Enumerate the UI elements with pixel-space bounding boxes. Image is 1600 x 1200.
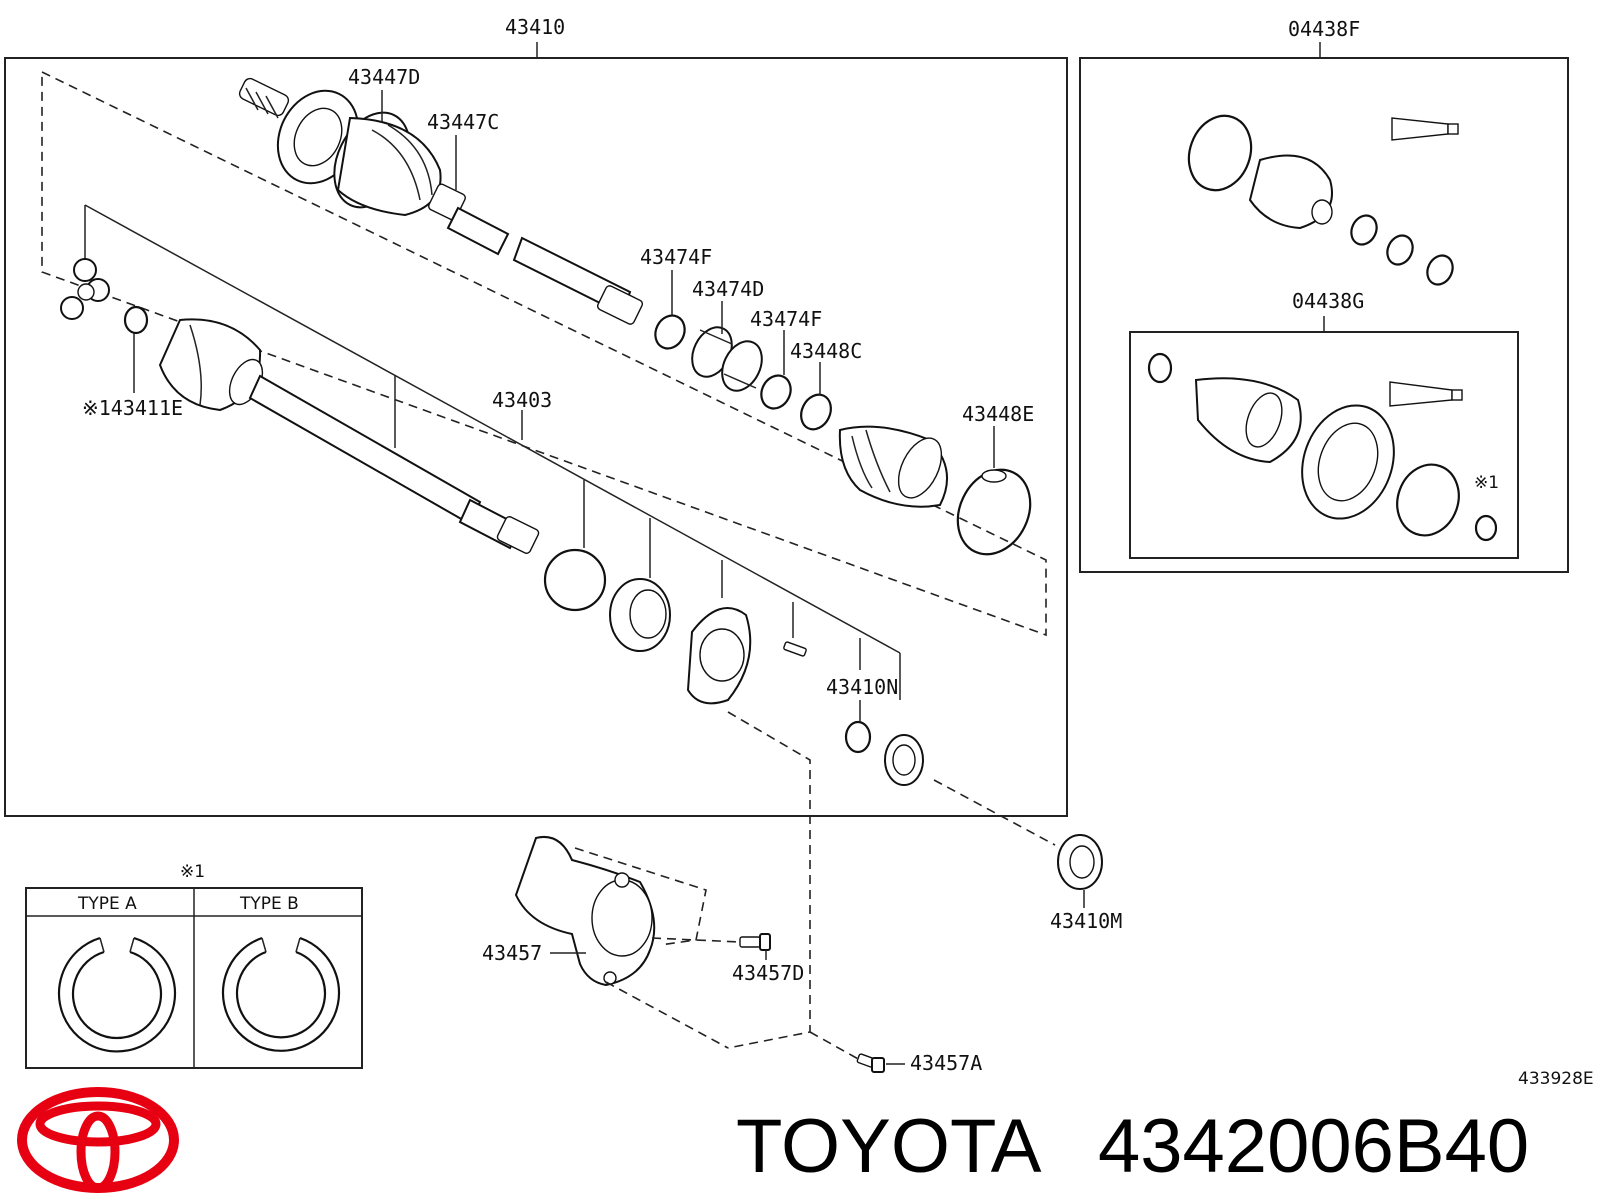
label-43447C: 43447C bbox=[427, 110, 499, 134]
label-43457: 43457 bbox=[482, 941, 542, 965]
damper-43474D bbox=[691, 326, 763, 392]
legend-type-b: TYPE B bbox=[239, 894, 299, 914]
bearing-bracket bbox=[686, 607, 752, 705]
inner-snap-ring bbox=[543, 548, 607, 612]
boot-kit-f-frame bbox=[1079, 57, 1569, 573]
label-43448C: 43448C bbox=[790, 339, 862, 363]
bolt-43457D bbox=[739, 933, 771, 951]
legend-type-a: TYPE A bbox=[77, 894, 137, 914]
label-43457D: 43457D bbox=[732, 961, 804, 985]
clamp-43474F-second bbox=[760, 374, 792, 410]
pin bbox=[783, 641, 807, 657]
seal-43410N bbox=[884, 734, 924, 786]
label-43410N: 43410N bbox=[826, 675, 898, 699]
brand-name: TOYOTA bbox=[736, 1104, 1042, 1189]
outer-shaft bbox=[446, 206, 644, 325]
center-bearing bbox=[609, 578, 671, 652]
label-04438G: 04438G bbox=[1292, 289, 1364, 313]
diagram-code: 433928E bbox=[1518, 1069, 1594, 1089]
grease-tube-f bbox=[1391, 117, 1449, 141]
type-b-ring bbox=[221, 936, 341, 1052]
inner-boot-43448E bbox=[838, 425, 1032, 556]
toyota-logo bbox=[17, 1087, 179, 1193]
inner-shaft-43403 bbox=[158, 318, 540, 554]
bracket-43457 bbox=[514, 836, 656, 987]
label-43457A: 43457A bbox=[910, 1051, 982, 1075]
label-43447D: 43447D bbox=[348, 65, 420, 89]
label-43410: 43410 bbox=[505, 15, 565, 39]
label-43410M: 43410M bbox=[1050, 909, 1122, 933]
boot-kit-f-group: 04438F 04438G ※1 bbox=[1079, 17, 1569, 573]
label-43474D: 43474D bbox=[692, 277, 764, 301]
grease-tube-g bbox=[1389, 381, 1453, 407]
inner-group-outline-top bbox=[84, 204, 901, 654]
seal-43410M bbox=[1057, 834, 1103, 890]
outer-cv-joint bbox=[238, 77, 466, 221]
bracket-dashed-leader bbox=[727, 711, 811, 1049]
type-a-ring bbox=[57, 936, 177, 1053]
label-43474F-second: 43474F bbox=[750, 307, 822, 331]
tripod-joint bbox=[60, 258, 110, 320]
label-43411E: ※143411E bbox=[82, 396, 183, 420]
label-kit-mark: ※1 bbox=[1474, 473, 1499, 493]
label-43474F-first: 43474F bbox=[640, 245, 712, 269]
kit-g-boot bbox=[1194, 377, 1302, 464]
label-43403: 43403 bbox=[492, 388, 552, 412]
outer-shaft-dashed-outline bbox=[41, 71, 1047, 637]
bolt-43457A bbox=[856, 1053, 885, 1073]
part-number: 4342006B40 bbox=[1098, 1104, 1529, 1189]
label-04438F: 04438F bbox=[1288, 17, 1360, 41]
label-43448E: 43448E bbox=[962, 402, 1034, 426]
main-assembly-group: 43410 43447D 43447C bbox=[4, 15, 1068, 817]
clamp-43474F-first bbox=[654, 314, 686, 350]
snap-ring-type-legend: ※1 TYPE A TYPE B bbox=[25, 862, 363, 1069]
main-assembly-frame bbox=[4, 57, 1068, 817]
legend-mark: ※1 bbox=[180, 862, 205, 882]
snap-ring-43411E bbox=[123, 305, 149, 335]
kit-g-inner-housing bbox=[1301, 404, 1395, 520]
snap-ring-43410N bbox=[844, 720, 872, 754]
kit-f-boot bbox=[1248, 154, 1333, 230]
clamp-43448C bbox=[800, 393, 832, 431]
